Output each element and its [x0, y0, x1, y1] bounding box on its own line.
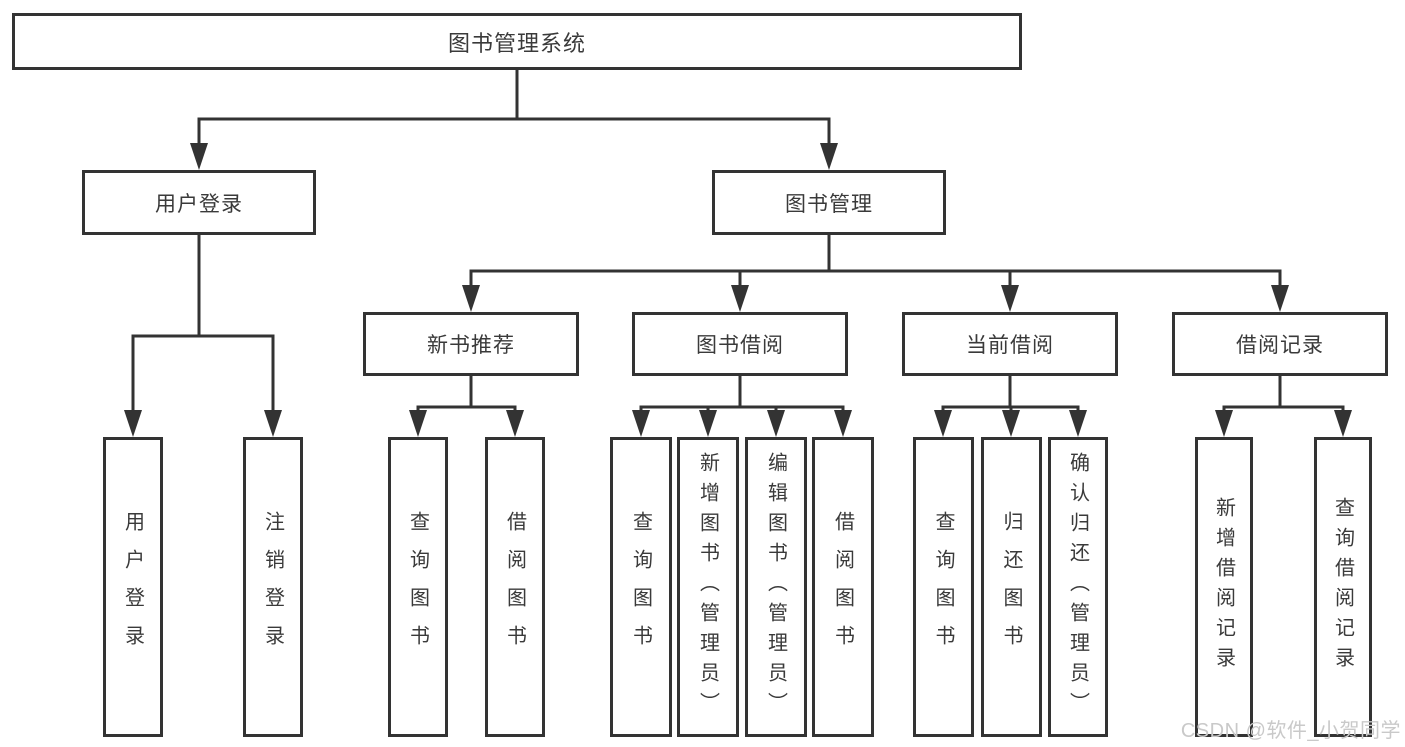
- leaf-user-login: 用户登录: [103, 437, 163, 737]
- leaf-query-books-current: 查询图书: [913, 437, 974, 737]
- leaf-logout: 注销登录: [243, 437, 303, 737]
- node-borrow-records: 借阅记录: [1172, 312, 1388, 376]
- leaf-return-book: 归还图书: [981, 437, 1042, 737]
- node-book-borrow: 图书借阅: [632, 312, 848, 376]
- node-library-system: 图书管理系统: [12, 13, 1022, 70]
- leaf-query-books-recommend: 查询图书: [388, 437, 448, 737]
- watermark: CSDN @软件_小贺同学: [1180, 720, 1401, 742]
- leaf-confirm-return-admin: 确认归还（管理员）: [1048, 437, 1108, 737]
- connector-book-borrow-to-leaves: [632, 375, 852, 437]
- leaf-add-borrow-record: 新增借阅记录: [1195, 437, 1253, 737]
- leaf-borrow-books: 借阅图书: [812, 437, 874, 737]
- node-new-book-recommend: 新书推荐: [363, 312, 579, 376]
- connector-user-login-to-leaves: [124, 234, 282, 437]
- leaf-add-book-admin: 新增图书（管理员）: [677, 437, 739, 737]
- leaf-borrow-books-recommend: 借阅图书: [485, 437, 545, 737]
- node-book-management: 图书管理: [712, 170, 946, 235]
- connector-new-book-to-leaves: [409, 375, 524, 437]
- connector-root-to-level2: [190, 69, 838, 170]
- node-current-borrow: 当前借阅: [902, 312, 1118, 376]
- node-user-login-branch: 用户登录: [82, 170, 316, 235]
- leaf-query-books-borrow: 查询图书: [610, 437, 672, 737]
- connector-borrow-records-to-leaves: [1215, 375, 1352, 437]
- leaf-query-borrow-record: 查询借阅记录: [1314, 437, 1372, 737]
- connector-current-borrow-to-leaves: [934, 375, 1087, 437]
- connector-book-management-to-level3: [462, 234, 1289, 312]
- leaf-edit-book-admin: 编辑图书（管理员）: [745, 437, 807, 737]
